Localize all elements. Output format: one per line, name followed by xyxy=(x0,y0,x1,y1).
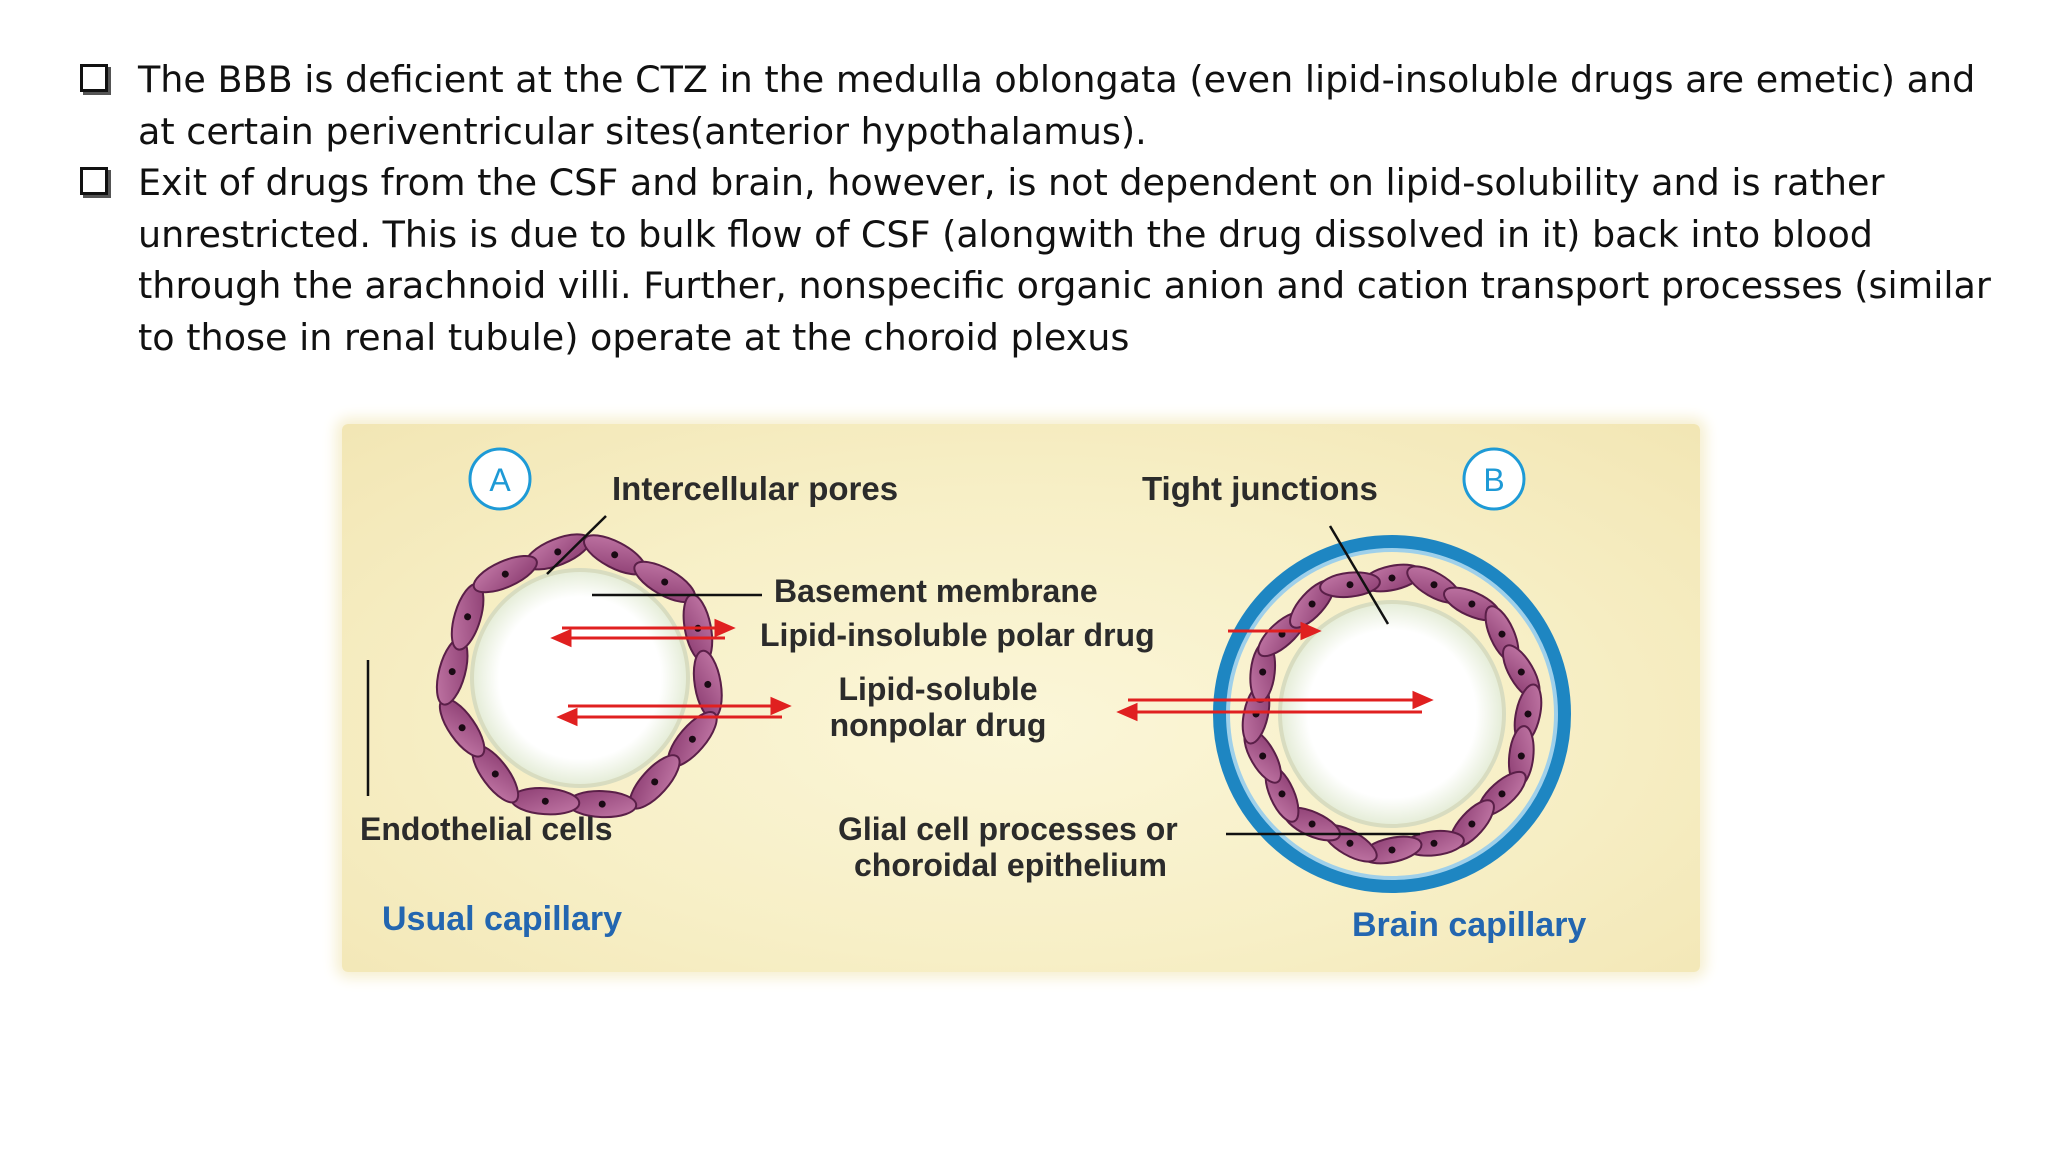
label-lipid-soluble: Lipid-soluble xyxy=(838,671,1037,707)
endothelial-cell xyxy=(1319,571,1381,599)
endothelial-cell xyxy=(438,697,486,758)
usual-capillary-drawing xyxy=(435,533,723,819)
bullet-item: Exit of drugs from the CSF and brain, ho… xyxy=(80,157,2020,363)
endothelial-cell xyxy=(1249,641,1277,703)
checkbox-bullet-icon xyxy=(80,167,108,195)
arrow-head-right xyxy=(770,696,792,716)
leader-lines xyxy=(366,515,1420,836)
label-basement-membrane: Basement membrane xyxy=(774,573,1098,609)
drug-arrows xyxy=(550,618,1434,727)
bullet-text: The BBB is deficient at the CTZ in the m… xyxy=(138,58,1976,153)
glial-processes-ring xyxy=(1213,535,1571,893)
endothelial-cell xyxy=(692,649,723,720)
brain-capillary-drawing xyxy=(1213,535,1571,893)
label-tight-junctions: Tight junctions xyxy=(1142,470,1378,507)
svg-text:B: B xyxy=(1483,462,1504,498)
label-nonpolar-drug: nonpolar drug xyxy=(830,707,1047,743)
badge-a: A xyxy=(468,447,532,511)
arrow-head-right xyxy=(1412,690,1434,710)
svg-text:A: A xyxy=(489,462,511,498)
checkbox-bullet-icon xyxy=(80,64,108,92)
label-lipid-insoluble: Lipid-insoluble polar drug xyxy=(760,617,1155,653)
bbb-diagram: A B xyxy=(360,447,1586,944)
endothelial-cell xyxy=(472,554,538,594)
label-choroidal-epithelium: choroidal epithelium xyxy=(854,847,1167,883)
label-glial-processes: Glial cell processes or xyxy=(838,811,1178,847)
endothelial-cell xyxy=(435,637,469,706)
bullet-list: The BBB is deficient at the CTZ in the m… xyxy=(80,54,2020,363)
bullet-item: The BBB is deficient at the CTZ in the m… xyxy=(80,54,2020,157)
bbb-diagram-figure: A B xyxy=(342,424,1700,972)
arrow-head-right xyxy=(714,618,736,638)
caption-usual-capillary: Usual capillary xyxy=(382,900,622,938)
arrow-head-left xyxy=(556,707,578,727)
capillary-lumen-a xyxy=(470,568,690,788)
endothelial-cell xyxy=(1507,725,1535,787)
bullet-text: Exit of drugs from the CSF and brain, ho… xyxy=(138,161,1991,359)
arrow-head-right xyxy=(1300,621,1322,641)
label-endothelial-cells: Endothelial cells xyxy=(360,811,613,847)
endothelial-cell-ring-a xyxy=(435,533,723,819)
arrow-head-left xyxy=(1116,702,1138,722)
caption-brain-capillary: Brain capillary xyxy=(1352,906,1586,944)
endothelial-cell-ring-b xyxy=(1241,563,1543,865)
arrow-head-left xyxy=(550,628,572,648)
badge-b: B xyxy=(1462,447,1526,511)
capillary-lumen-b xyxy=(1278,600,1506,828)
label-intercellular-pores: Intercellular pores xyxy=(612,470,898,507)
